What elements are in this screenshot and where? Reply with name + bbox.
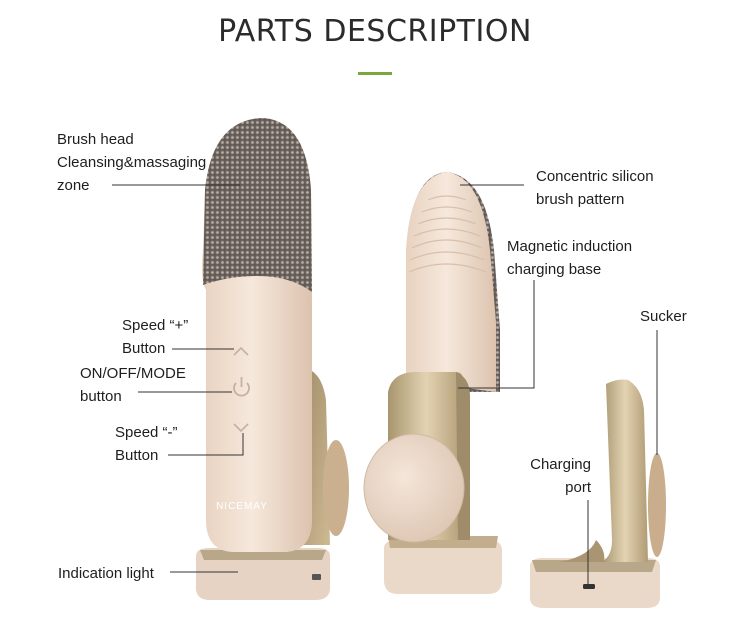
brand-logo: NICEMAY — [216, 501, 268, 512]
page-title: PARTS DESCRIPTION — [218, 14, 532, 49]
label-sucker: Sucker — [640, 308, 687, 325]
sucker-right — [648, 453, 666, 557]
label-brush-head: Brush head Cleansing&massaging zone — [57, 131, 207, 194]
brush-head — [203, 118, 312, 292]
charging-port-slot — [583, 584, 595, 589]
label-concentric-pattern: Concentric silicon brush pattern — [536, 168, 654, 208]
label-on-off-mode: ON/OFF/MODE button — [80, 365, 186, 405]
chevron-up-icon — [233, 346, 249, 356]
device-body-back — [406, 172, 496, 392]
chevron-down-icon — [233, 423, 249, 433]
power-icon — [233, 377, 250, 397]
magnetic-disc — [363, 433, 465, 543]
concentric-pattern — [408, 195, 487, 273]
label-speed-plus: Speed “+” Button — [122, 317, 189, 357]
label-magnetic-base: Magnetic induction charging base — [507, 238, 633, 278]
device-back-view — [363, 172, 502, 594]
title-underline — [358, 72, 392, 75]
port-slot — [312, 574, 321, 580]
stand-side-view — [530, 379, 666, 608]
label-indication-light: Indication light — [58, 565, 154, 582]
charging-base — [196, 548, 330, 600]
stand-plate-right — [602, 379, 648, 562]
label-charging-port: Charging port — [530, 456, 591, 496]
charging-base-back — [384, 540, 502, 594]
device-front-view: NICEMAY — [196, 118, 349, 600]
leader-lines — [112, 184, 658, 584]
sucker-disc — [323, 440, 349, 536]
label-speed-minus: Speed “-” Button — [115, 424, 178, 464]
